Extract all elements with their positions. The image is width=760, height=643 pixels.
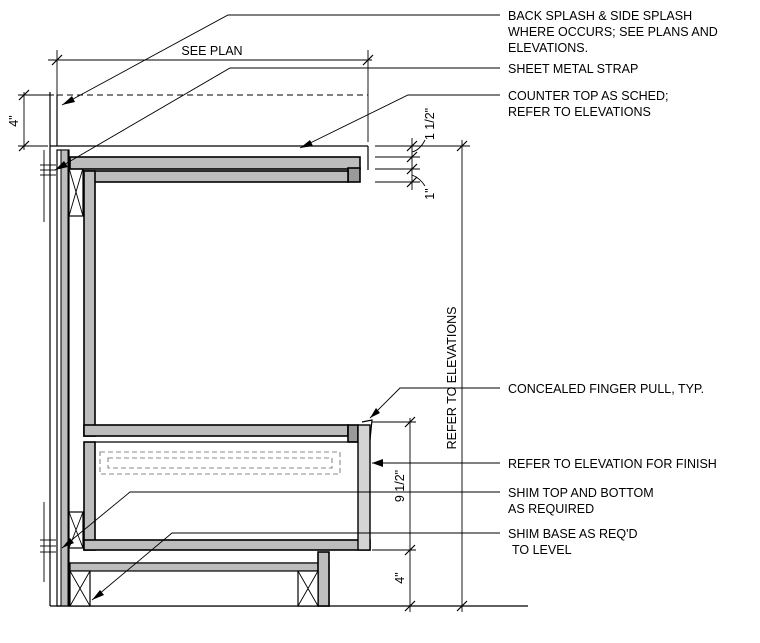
leader-backsplash: [61, 14, 500, 106]
dimension-drawer-height: 9 1/2": [372, 416, 416, 556]
drawer-back: [83, 441, 96, 551]
leader-shim-base: [91, 532, 500, 601]
apron-height-label: 1": [423, 188, 437, 199]
leader-finger-pull: [369, 387, 500, 419]
callout-backsplash-1: BACK SPLASH & SIDE SPLASH: [508, 9, 692, 23]
wall-assembly: [40, 92, 84, 607]
countertop-slab: [69, 156, 361, 170]
callout-shim-2: AS REQUIRED: [508, 502, 594, 516]
base-height-label: 4": [393, 572, 407, 583]
drawer-front: [357, 424, 371, 551]
callout-shim-1: SHIM TOP AND BOTTOM: [508, 486, 654, 500]
dimension-backsplash-height: 4": [7, 89, 54, 152]
dimension-see-plan: SEE PLAN: [48, 44, 374, 142]
callout-countertop-2: REFER TO ELEVATIONS: [508, 105, 651, 119]
dimension-overall-height: REFER TO ELEVATIONS: [420, 140, 470, 612]
backsplash: [56, 94, 368, 146]
base: [68, 551, 330, 607]
countertop-thickness-label: 1 1/2": [423, 108, 437, 140]
cabinet-back-panel: [83, 170, 96, 437]
leader-strap: [54, 67, 500, 171]
apron-strip: [347, 167, 361, 183]
callout-finish: REFER TO ELEVATION FOR FINISH: [508, 457, 717, 471]
overall-height-label: REFER TO ELEVATIONS: [445, 307, 459, 450]
countertop: [50, 145, 369, 183]
toe-kick-panel: [317, 551, 330, 607]
callout-shim-base-2: TO LEVEL: [512, 543, 572, 557]
finger-pull-profile: [361, 419, 373, 441]
callout-shim-base-1: SHIM BASE AS REQ'D: [508, 527, 638, 541]
dimension-base-height: 4": [333, 556, 416, 612]
shelf-edge: [347, 424, 359, 443]
drawer-slide-outline: [99, 451, 341, 475]
leader-shim: [61, 491, 500, 549]
cabinet-shelf: [83, 424, 349, 437]
cabinet-carcass: [83, 170, 359, 443]
dimension-countertop: 1 1/2" 1": [375, 108, 437, 200]
wall-board: [60, 149, 69, 607]
drawer-height-label: 9 1/2": [393, 470, 407, 502]
callout-backsplash-3: ELEVATIONS.: [508, 41, 588, 55]
drawer-bottom: [83, 539, 371, 551]
backsplash-height-label: 4": [7, 115, 21, 126]
leader-countertop: [299, 94, 500, 149]
see-plan-label: SEE PLAN: [181, 44, 242, 58]
cabinet-top-rail: [83, 170, 349, 183]
callout-countertop-1: COUNTER TOP AS SCHED;: [508, 89, 668, 103]
drawer: [83, 419, 373, 551]
callout-finger-pull: CONCEALED FINGER PULL, TYP.: [508, 382, 704, 396]
callout-strap: SHEET METAL STRAP: [508, 62, 638, 76]
drawer-slide-inner: [107, 457, 333, 469]
callout-backsplash-2: WHERE OCCURS; SEE PLANS AND: [508, 25, 718, 39]
callouts: BACK SPLASH & SIDE SPLASH WHERE OCCURS; …: [508, 9, 718, 557]
leaders: [54, 14, 500, 601]
